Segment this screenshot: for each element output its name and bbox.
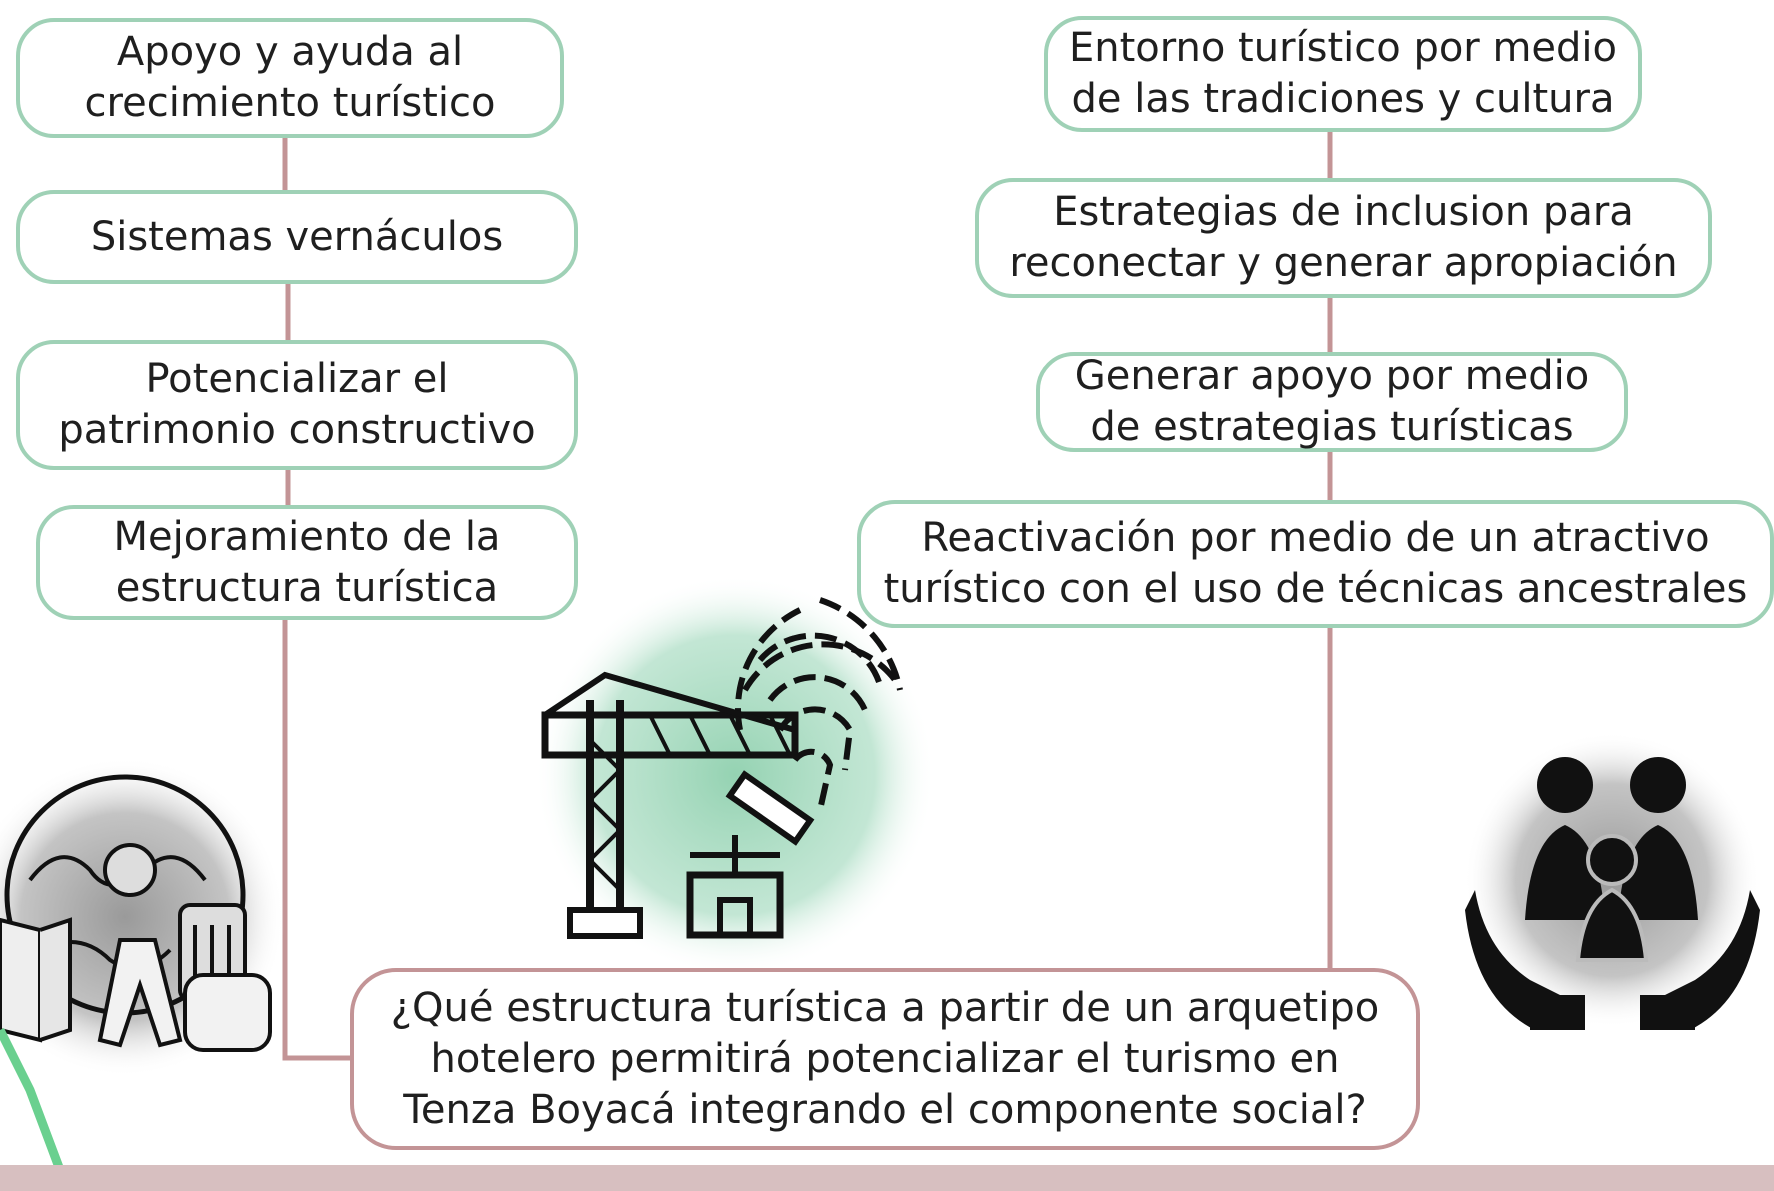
connector-lines (282, 132, 1333, 1061)
center-question: ¿Qué estructura turística a partir de un… (350, 968, 1420, 1150)
family-care-icon (1464, 732, 1760, 1030)
node-entorno-turistico: Entorno turístico por medio de las tradi… (1044, 16, 1642, 132)
crane-fingerprint-icon (535, 575, 935, 975)
node-estructura-turistica: Mejoramiento de la estructura turística (36, 505, 578, 620)
node-patrimonio-constructivo: Potencializar el patrimonio constructivo (16, 340, 578, 470)
node-generar-apoyo: Generar apoyo por medio de estrategias t… (1036, 352, 1628, 452)
node-sistemas-vernaculos: Sistemas vernáculos (16, 190, 578, 284)
node-estrategias-inclusion: Estrategias de inclusion para reconectar… (975, 178, 1712, 298)
bottom-band (0, 1165, 1774, 1191)
globe-travel-icon (0, 757, 285, 1172)
node-apoyo-crecimiento: Apoyo y ayuda al crecimiento turístico (16, 18, 564, 138)
node-reactivacion: Reactivación por medio de un atractivo t… (857, 500, 1774, 628)
